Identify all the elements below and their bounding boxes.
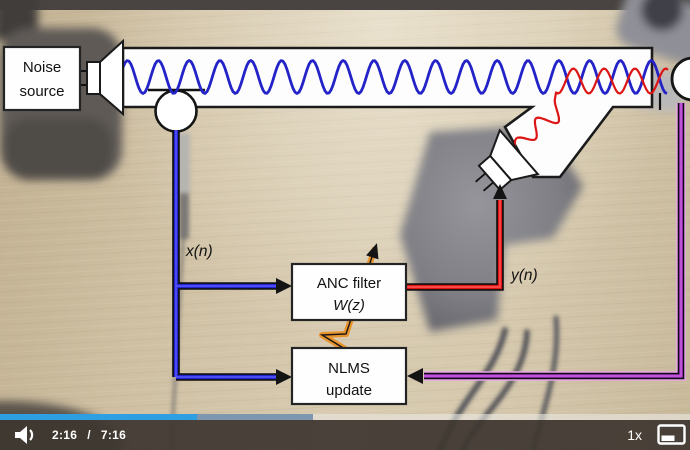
wire-arrowheads — [276, 184, 507, 385]
y-n-label: y(n) — [510, 267, 538, 284]
noise-speaker-icon — [80, 38, 124, 117]
time-separator: / — [87, 428, 91, 442]
volume-button[interactable] — [12, 424, 36, 446]
svg-text:NLMS: NLMS — [328, 360, 370, 377]
error-microphone — [658, 56, 690, 110]
svg-text:Noise: Noise — [23, 59, 61, 76]
output-signal-wire — [406, 200, 504, 291]
progress-bar[interactable] — [0, 414, 690, 420]
anti-noise-wave — [512, 67, 669, 155]
picture-in-picture-icon — [657, 424, 686, 445]
photo-top-edge — [0, 0, 690, 10]
pip-button[interactable] — [657, 424, 687, 446]
mic-stand-photo — [177, 133, 190, 195]
error-signal-wire — [424, 103, 686, 381]
playback-speed-button[interactable]: 1x — [627, 427, 642, 443]
anc-filter-box: ANC filter W(z) — [290, 262, 408, 322]
svg-text:W(z): W(z) — [333, 297, 365, 314]
current-time: 2:16 — [52, 428, 78, 442]
svg-text:ANC filter: ANC filter — [317, 275, 381, 292]
progress-played — [0, 414, 198, 420]
acoustic-duct — [121, 46, 654, 179]
anc-diagram-overlay: x(n) y(n) — [2, 38, 690, 406]
time-display: 2:16 / 7:16 — [52, 428, 126, 442]
cancel-speaker-icon — [475, 128, 540, 192]
reference-signal-wire — [172, 130, 278, 381]
svg-text:source: source — [19, 83, 64, 100]
svg-text:update: update — [326, 382, 372, 399]
control-bar: 2:16 / 7:16 1x — [0, 420, 690, 450]
noise-source-box: Noise source — [2, 45, 82, 112]
noise-reference-wave — [123, 59, 668, 95]
volume-icon — [15, 426, 34, 444]
total-time: 7:16 — [100, 428, 127, 442]
x-n-label: x(n) — [185, 243, 213, 260]
nlms-update-box: NLMS update — [290, 346, 408, 406]
